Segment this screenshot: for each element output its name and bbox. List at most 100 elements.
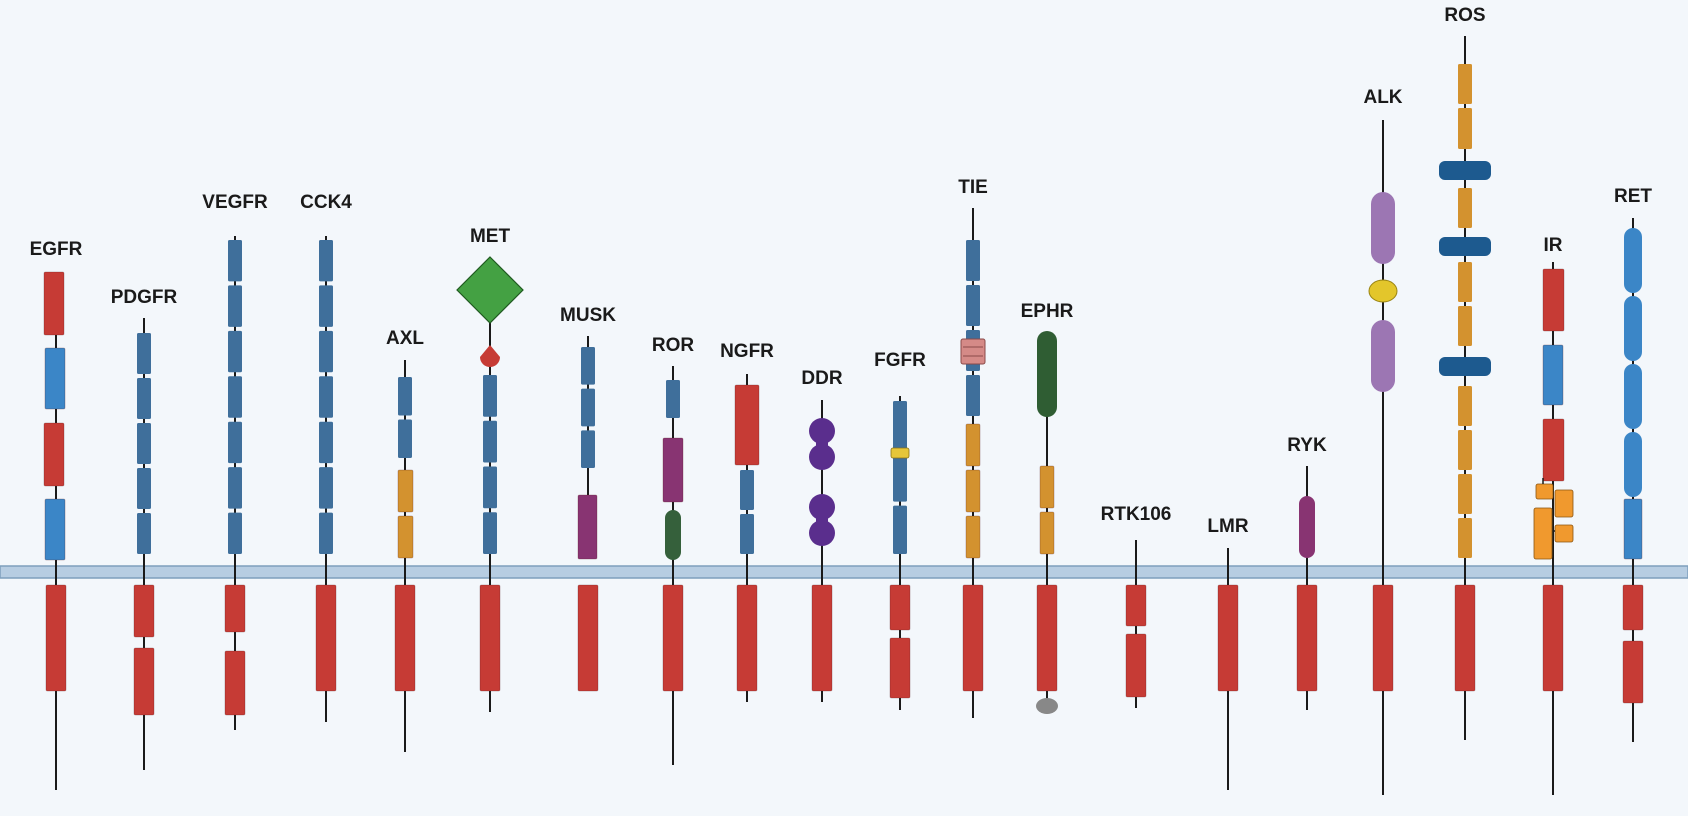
- extracellular-domain: [662, 437, 684, 503]
- kinase-domain: [479, 584, 501, 692]
- fn3-domain: [1458, 306, 1472, 346]
- receptor-label-pdgfr: PDGFR: [111, 287, 178, 308]
- extracellular-domain: [44, 498, 66, 561]
- fn3-domain: [1458, 188, 1472, 228]
- discoidin-lobe: [809, 494, 835, 520]
- ig-domain: [228, 421, 242, 464]
- ig-domain: [228, 330, 242, 373]
- ig-domain: [228, 512, 242, 554]
- extracellular-domain: [43, 271, 65, 336]
- receptor-label-ephr: EPHR: [1021, 301, 1074, 322]
- ig-domain: [319, 285, 333, 327]
- receptor-fgfr: FGFR: [874, 350, 926, 710]
- extracellular-domain: [1542, 344, 1564, 406]
- ig-domain: [966, 375, 980, 416]
- ig-domain: [398, 377, 412, 416]
- receptor-label-ir: IR: [1544, 235, 1563, 256]
- extracellular-domain: [577, 494, 598, 560]
- ig-domain: [581, 430, 595, 468]
- kinase-domain: [133, 647, 155, 716]
- cadherin-domain: [1624, 364, 1642, 429]
- ig-domain: [319, 467, 333, 509]
- ros-navy-domain: [1439, 237, 1491, 256]
- ig-domain: [319, 330, 333, 373]
- extracellular-domain: [43, 422, 65, 487]
- fn3-domain: [1533, 507, 1553, 560]
- receptor-ddr: DDR: [801, 368, 843, 702]
- ig-domain: [228, 240, 242, 282]
- kinase-domain: [1125, 584, 1147, 627]
- fn3-domain: [1458, 474, 1472, 514]
- sam-domain: [1036, 698, 1058, 714]
- receptor-alk: ALK: [1363, 87, 1403, 795]
- kinase-domain: [811, 584, 833, 692]
- receptor-label-rtk106: RTK106: [1101, 504, 1172, 525]
- fn3-domain: [1554, 524, 1574, 543]
- receptor-musk: MUSK: [560, 305, 616, 692]
- ig-domain: [137, 468, 151, 509]
- kinase-domain: [1454, 584, 1476, 692]
- extracellular-domain: [1542, 418, 1565, 482]
- ig-domain: [893, 505, 907, 554]
- extracellular-domain: [965, 423, 981, 467]
- ig-domain: [228, 376, 242, 418]
- ig-domain: [581, 347, 595, 385]
- fn3-domain: [1458, 518, 1472, 558]
- receptor-label-ngfr: NGFR: [720, 341, 774, 362]
- receptor-label-fgfr: FGFR: [874, 350, 926, 371]
- acid-box: [890, 447, 910, 459]
- kinase-domain: [1622, 584, 1644, 631]
- receptor-label-ret: RET: [1614, 186, 1652, 207]
- fn3-domain: [1458, 64, 1472, 104]
- ig-domain: [893, 453, 907, 502]
- receptor-pdgfr: PDGFR: [111, 287, 178, 770]
- kinase-domain: [736, 584, 758, 692]
- receptor-lmr: LMR: [1207, 516, 1249, 790]
- ig-domain: [137, 423, 151, 464]
- cadherin-domain: [1624, 228, 1642, 293]
- discoidin-lobe: [809, 418, 835, 444]
- discoidin-neck: [816, 432, 828, 456]
- receptor-label-lmr: LMR: [1207, 516, 1248, 537]
- ros-navy-domain: [1439, 161, 1491, 180]
- ig-domain: [483, 512, 497, 554]
- extracellular-domain: [1371, 320, 1395, 392]
- receptor-label-ros: ROS: [1444, 5, 1485, 26]
- receptor-ryk: RYK: [1287, 435, 1327, 710]
- discoidin-neck: [816, 508, 828, 532]
- extracellular-domain: [44, 347, 66, 410]
- ig-domain: [483, 375, 497, 417]
- kinase-domain: [394, 584, 416, 692]
- receptor-label-alk: ALK: [1363, 87, 1402, 108]
- receptor-label-musk: MUSK: [560, 305, 616, 326]
- kinase-domain: [1036, 584, 1058, 692]
- receptor-ir: IR: [1533, 235, 1574, 795]
- extracellular-domain: [1039, 465, 1055, 509]
- receptor-label-cck4: CCK4: [300, 192, 352, 213]
- extracellular-domain: [1368, 279, 1398, 303]
- receptor-label-axl: AXL: [386, 328, 424, 349]
- receptor-ngfr: NGFR: [720, 341, 774, 702]
- fn3-domain: [1554, 489, 1574, 518]
- extracellular-domain: [1039, 511, 1055, 555]
- receptor-label-ddr: DDR: [801, 368, 842, 389]
- cadherin-domain: [1624, 296, 1642, 361]
- ig-domain: [398, 419, 412, 458]
- ig-domain: [228, 285, 242, 327]
- receptor-label-met: MET: [470, 226, 511, 247]
- extracellular-domain: [665, 510, 681, 560]
- extracellular-domain: [1037, 331, 1057, 417]
- receptor-rtk106: RTK106: [1101, 504, 1172, 708]
- ig-domain: [137, 513, 151, 554]
- ig-domain: [137, 378, 151, 419]
- ig-domain: [581, 388, 595, 427]
- ig-domain: [319, 421, 333, 464]
- psi-domain: [480, 345, 500, 367]
- fn3-domain: [1458, 430, 1472, 470]
- kinase-domain: [1542, 584, 1564, 692]
- egf-domain: [960, 338, 986, 365]
- kinase-domain: [45, 584, 67, 692]
- ig-domain: [483, 420, 497, 463]
- sema-domain: [456, 256, 524, 324]
